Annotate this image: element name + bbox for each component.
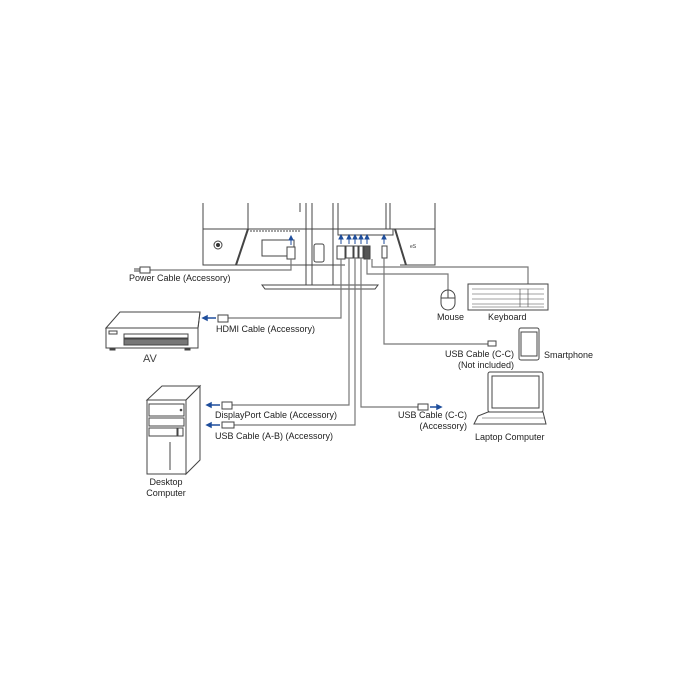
monitor-plugs bbox=[286, 245, 388, 260]
desktop-device bbox=[145, 384, 202, 476]
laptop-label: Laptop Computer bbox=[475, 432, 545, 442]
smartphone-device bbox=[518, 327, 540, 361]
desktop-label-line2: Computer bbox=[146, 488, 186, 498]
power-cable-label: Power Cable (Accessory) bbox=[129, 273, 231, 283]
usb-cc-laptop-label-line2: (Accessory) bbox=[419, 421, 467, 431]
usb-cc-laptop-label: USB Cable (C-C) (Accessory) bbox=[385, 410, 467, 432]
usb-cc-laptop-label-line1: USB Cable (C-C) bbox=[397, 410, 467, 420]
mouse-device bbox=[440, 289, 456, 311]
power-plug bbox=[134, 266, 151, 274]
keyboard-label: Keyboard bbox=[488, 312, 527, 322]
hdmi-cable-label: HDMI Cable (Accessory) bbox=[216, 324, 316, 334]
desktop-label: Desktop Computer bbox=[143, 477, 189, 499]
mouse-label: Mouse bbox=[437, 312, 465, 322]
displayport-cable-label: DisplayPort Cable (Accessory) bbox=[215, 410, 338, 420]
usb-cc-phone-label: USB Cable (C-C) (Not included) bbox=[430, 349, 514, 371]
keyboard-device bbox=[467, 283, 549, 311]
desktop-label-line1: Desktop bbox=[149, 477, 183, 487]
laptop-device bbox=[473, 371, 547, 425]
av-label: AV bbox=[143, 353, 157, 365]
port-arrows bbox=[288, 233, 387, 245]
direction-arrows bbox=[201, 314, 443, 429]
svg-text:eS: eS bbox=[410, 244, 417, 250]
smartphone-label: Smartphone bbox=[544, 350, 594, 360]
cable-ends bbox=[217, 314, 497, 429]
usb-cc-phone-label-line2: (Not included) bbox=[457, 360, 514, 370]
usb-ab-cable-label: USB Cable (A-B) (Accessory) bbox=[215, 431, 334, 441]
monitor-back: eS bbox=[202, 203, 436, 290]
cables bbox=[150, 258, 529, 426]
usb-cc-phone-label-line1: USB Cable (C-C) bbox=[444, 349, 514, 359]
av-device bbox=[104, 311, 201, 351]
